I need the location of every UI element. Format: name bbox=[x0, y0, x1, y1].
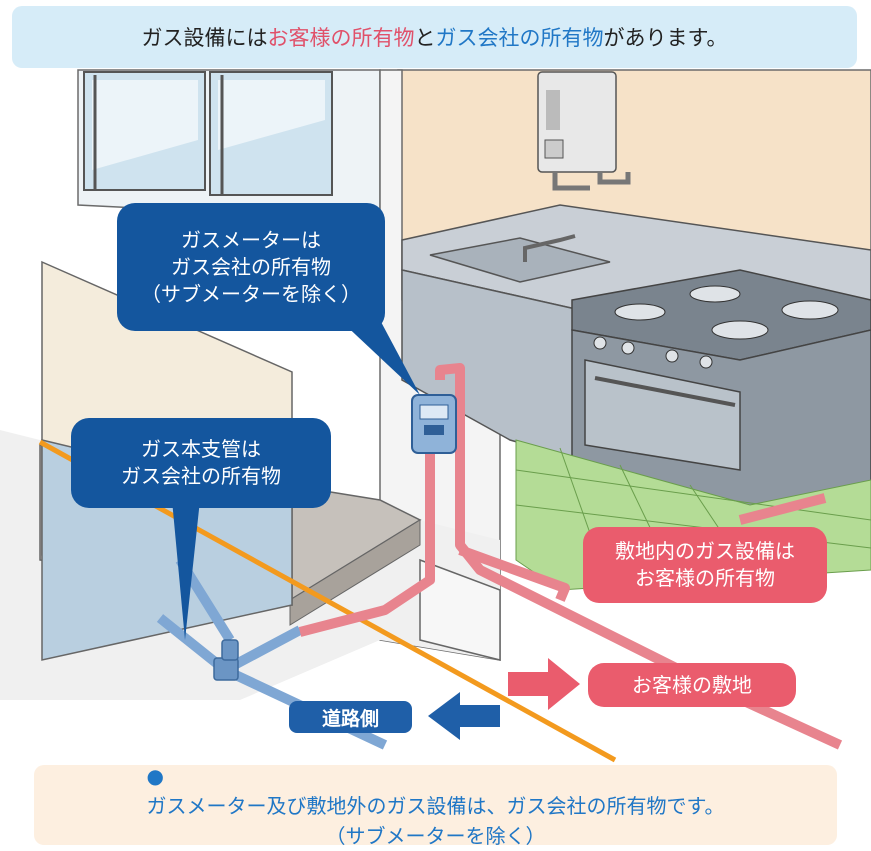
header-prefix: ガス設備には bbox=[141, 26, 268, 50]
header-banner bbox=[12, 6, 857, 68]
gas-meter-callout: ガスメーターは ガス会社の所有物 （サブメーターを除く） bbox=[117, 203, 385, 331]
gas-meter-callout-line: ガスメーターは bbox=[181, 227, 321, 252]
meter-callout-tail bbox=[340, 320, 420, 395]
main-callout-tail bbox=[172, 500, 200, 640]
header-company-property: ガス会社の所有物 bbox=[435, 26, 604, 50]
water-heater-icon bbox=[537, 71, 631, 191]
gas-meter-icon bbox=[411, 394, 457, 454]
road-side-label: 道路側 bbox=[289, 701, 412, 733]
main-pipe-callout-line: ガス本支管は bbox=[141, 437, 261, 461]
sink-icon bbox=[429, 237, 611, 283]
bullet-icon: ● bbox=[146, 764, 164, 788]
burner-icon bbox=[614, 285, 839, 340]
header-customer-property: お客様の所有物 bbox=[267, 26, 415, 50]
main-pipe-callout-line: ガス会社の所有物 bbox=[121, 464, 281, 488]
footer-note: ● ガスメーター及び敷地外のガス設備は、ガス会社の所有物です。 （サブメーターを除… bbox=[34, 764, 837, 848]
gas-meter-callout-line: （サブメーターを除く） bbox=[141, 281, 361, 306]
header-connector: と bbox=[414, 26, 436, 50]
customer-premises-text: お客様の敷地 bbox=[632, 672, 752, 697]
road-arrow-icon bbox=[428, 692, 500, 740]
pipe-fitting-icon bbox=[213, 639, 239, 681]
window-icon bbox=[83, 71, 333, 196]
oven-door bbox=[584, 359, 741, 471]
header-text: ガス設備にはお客様の所有物とガス会社の所有物があります。 bbox=[12, 6, 857, 68]
customer-premises-label: お客様の敷地 bbox=[588, 663, 796, 707]
footer-line-1-text: ガスメーター及び敷地外のガス設備は、ガス会社の所有物です。 bbox=[146, 794, 725, 818]
header-suffix: があります。 bbox=[603, 26, 728, 50]
premises-arrow-icon bbox=[508, 658, 580, 710]
main-pipe-callout: ガス本支管は ガス会社の所有物 bbox=[71, 418, 331, 508]
footer-line-1: ● ガスメーター及び敷地外のガス設備は、ガス会社の所有物です。 bbox=[147, 761, 725, 821]
inside-premises-callout: 敷地内のガス設備は お客様の所有物 bbox=[583, 527, 827, 603]
inside-premises-callout-line: お客様の所有物 bbox=[635, 566, 775, 590]
gas-meter-callout-line: ガス会社の所有物 bbox=[171, 254, 331, 279]
knob-icon bbox=[593, 336, 713, 369]
footer-banner bbox=[34, 765, 837, 845]
pipe-pillar bbox=[419, 558, 501, 661]
inside-premises-callout-line: 敷地内のガス設備は bbox=[615, 539, 795, 563]
faucet-icon bbox=[523, 234, 576, 262]
footer-line-2: （サブメーターを除く） bbox=[325, 824, 546, 848]
